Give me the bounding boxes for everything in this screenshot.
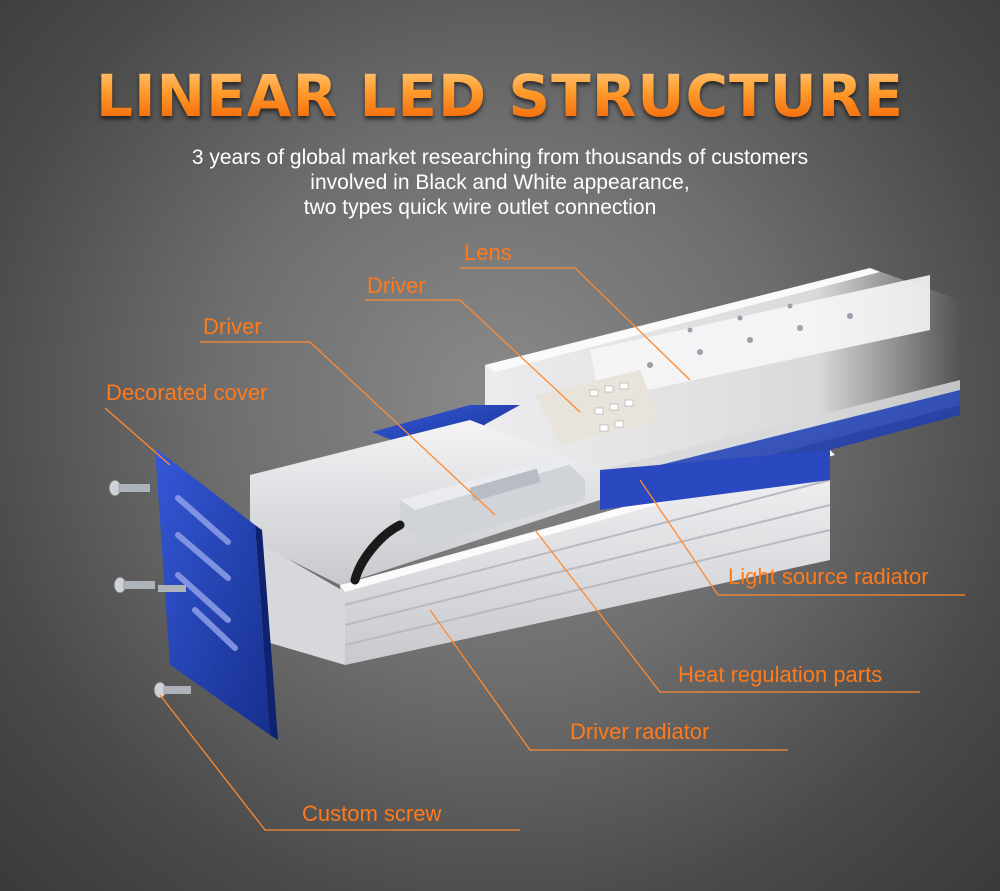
leader-light-source-radiator (639, 479, 965, 596)
label-custom-screw: Custom screw (302, 801, 442, 826)
label-driver-radiator: Driver radiator (570, 719, 710, 744)
page-title: LINEAR LED STRUCTURE (0, 62, 1000, 130)
leader-driver-top (365, 299, 581, 413)
screw-3 (158, 585, 186, 592)
leader-heat-regulation (534, 529, 920, 693)
led-module (535, 370, 660, 445)
subtitle: 3 years of global market researching fro… (0, 145, 1000, 220)
label-driver-top: Driver (367, 273, 426, 298)
leader-lines (104, 267, 965, 831)
leader-driver-radiator (429, 609, 788, 751)
screw-1 (108, 479, 150, 497)
screw-2 (113, 576, 155, 594)
label-decorated-cover: Decorated cover (106, 380, 268, 405)
subtitle-line-1: 3 years of global market researching fro… (191, 146, 809, 169)
driver-unit (350, 455, 585, 585)
label-lens: Lens (464, 240, 512, 265)
label-driver-left: Driver (203, 314, 262, 339)
screws (108, 479, 191, 699)
subtitle-line-2: involved in Black and White appearance, (310, 171, 690, 194)
lens (590, 275, 930, 400)
driver-housing (250, 420, 835, 665)
leader-driver-left (200, 341, 496, 516)
screw-4 (153, 681, 191, 699)
decorated-cover (155, 448, 278, 740)
driver-cable (350, 520, 405, 585)
label-heat-regulation-parts: Heat regulation parts (678, 662, 883, 687)
leader-lens (460, 267, 691, 381)
label-light-source-radiator: Light source radiator (728, 564, 929, 589)
subtitle-line-3: two types quick wire outlet connection (303, 196, 657, 219)
leader-custom-screw (159, 694, 520, 831)
leader-decorated-cover (104, 407, 171, 466)
